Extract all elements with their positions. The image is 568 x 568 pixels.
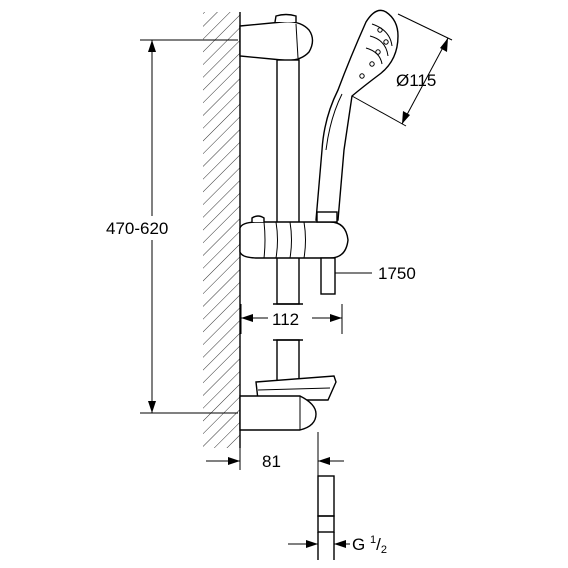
head-diameter-label: Ø115	[396, 71, 436, 90]
height-dimension: 470-620	[104, 39, 238, 414]
hand-shower	[315, 9, 399, 223]
thread-prefix: G	[352, 535, 370, 554]
slide-rail	[273, 59, 303, 383]
slider-holder	[239, 215, 349, 259]
hose-connector	[317, 475, 335, 560]
wall-hatching	[203, 12, 240, 448]
wall-offset-dimension: 81	[206, 432, 344, 476]
wall-offset-label: 81	[262, 452, 281, 471]
hose-length-label: 1750	[378, 264, 416, 283]
wall	[203, 12, 241, 448]
thread-numerator: 1	[370, 534, 376, 546]
diameter-dimension: Ø115	[351, 13, 453, 127]
height-range-label: 470-620	[106, 219, 168, 238]
bar-offset-dimension: 112	[240, 304, 343, 334]
thread-separator: /	[376, 535, 381, 554]
bar-offset-label: 112	[272, 310, 299, 329]
thread-denominator: 2	[381, 544, 387, 556]
upper-wall-bracket	[239, 13, 314, 62]
thread-dimension: G 1/2	[288, 534, 387, 556]
hose-length-dimension: 1750	[335, 264, 416, 283]
spray-face	[359, 23, 393, 79]
soap-dish	[255, 375, 337, 401]
lower-wall-bracket	[239, 395, 317, 431]
hose	[320, 257, 336, 295]
thread-label: G 1/2	[352, 534, 387, 556]
